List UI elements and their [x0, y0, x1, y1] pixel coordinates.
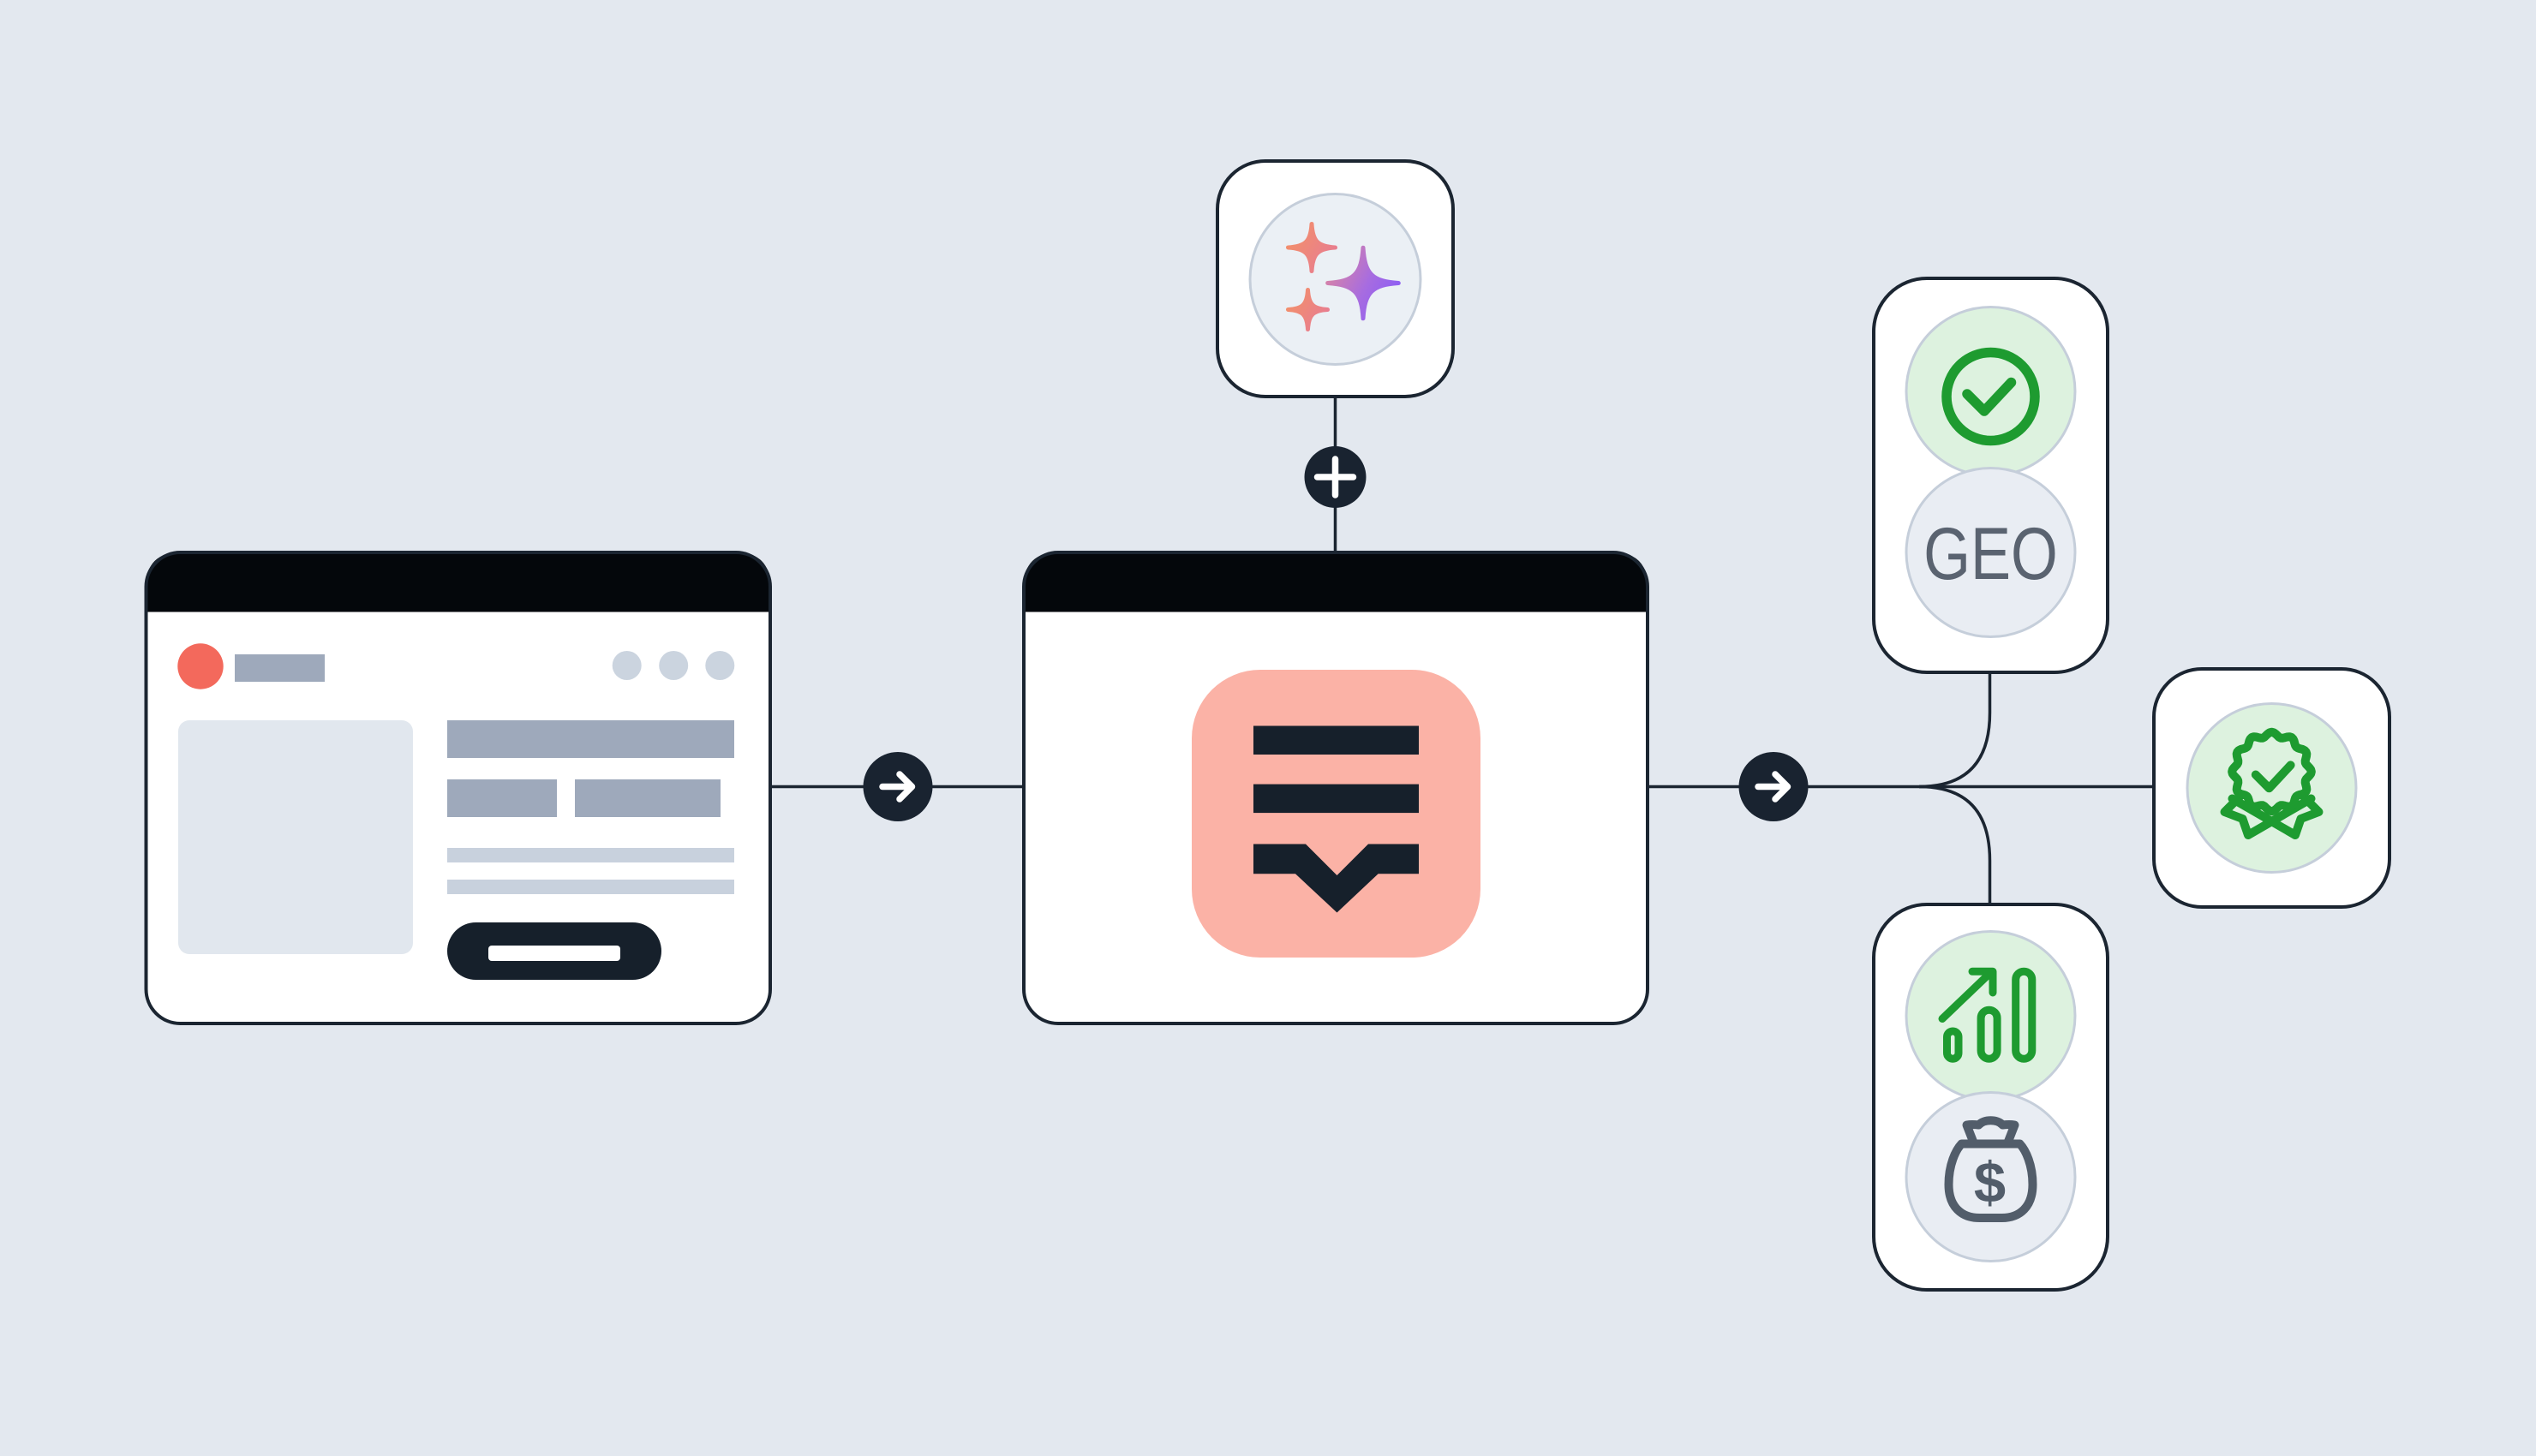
svg-text:$: $ [1974, 1151, 2006, 1215]
svg-text:GEO: GEO [1923, 512, 2058, 594]
